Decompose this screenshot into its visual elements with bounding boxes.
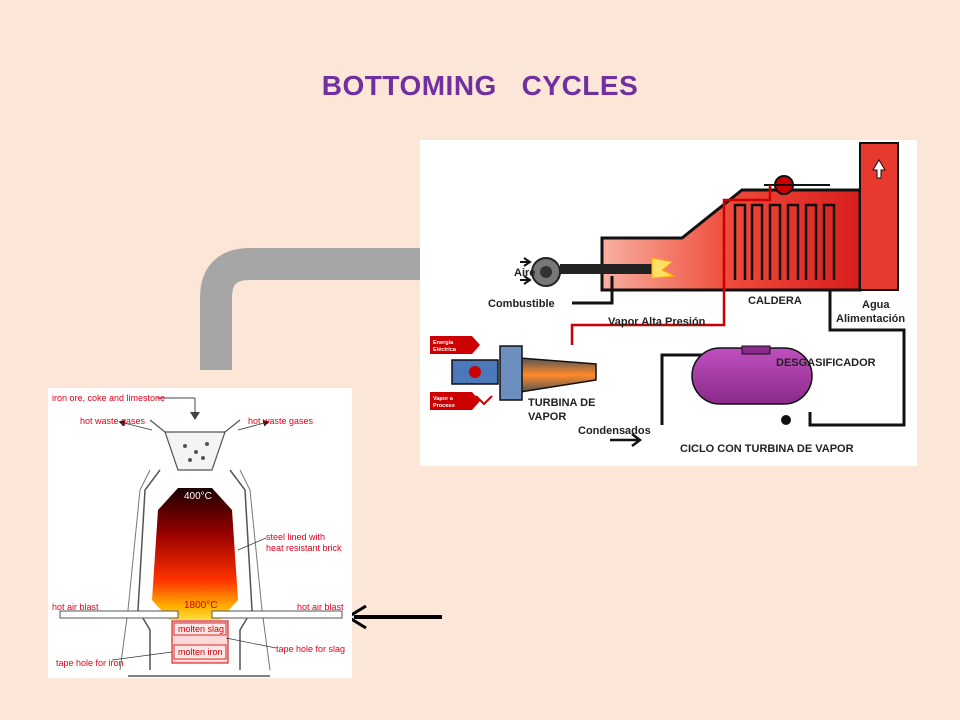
lining-label-line2: heat resistant brick bbox=[266, 543, 342, 553]
hot-air-left-label: hot air blast bbox=[52, 602, 99, 612]
tap-slag-label: tape hole for slag bbox=[276, 644, 345, 654]
hot-air-right-label: hot air blast bbox=[297, 602, 344, 612]
molten-iron-label: molten iron bbox=[178, 647, 223, 657]
temp-top-label: 400°C bbox=[184, 491, 212, 502]
waste-gas-left-label: hot waste gases bbox=[80, 416, 146, 426]
pointer-arrow-hot-air bbox=[345, 604, 442, 630]
agua-label-line1: Agua bbox=[862, 299, 890, 311]
page-title: BOTTOMING CYCLES bbox=[321, 70, 639, 101]
temp-bottom-label: 1800°C bbox=[184, 600, 217, 611]
turbina-label-line1: TURBINA DE bbox=[528, 397, 595, 409]
ciclo-label: CICLO CON TURBINA DE VAPOR bbox=[680, 443, 854, 455]
aire-label: Aire bbox=[514, 267, 535, 279]
proceso-label-line2: Proceso bbox=[433, 403, 455, 409]
waste-gas-right-label: hot waste gases bbox=[248, 416, 314, 426]
caldera-label: CALDERA bbox=[748, 295, 802, 307]
energia-label-line1: Energía bbox=[433, 340, 454, 346]
proceso-label-line1: Vapor a bbox=[433, 396, 454, 402]
turbina-label-line2: VAPOR bbox=[528, 411, 566, 423]
desgasificador-label: DESGASIFICADOR bbox=[776, 357, 876, 369]
vapor-alta-label: Vapor Alta Presión bbox=[608, 316, 706, 328]
agua-label-line2: Alimentación bbox=[836, 313, 905, 325]
condensados-label: Condensados bbox=[578, 425, 651, 437]
energia-label-line2: Eléctrica bbox=[433, 347, 457, 353]
lining-label-line1: steel lined with bbox=[266, 532, 325, 542]
blast-furnace-diagram: iron ore, coke and limestone hot waste g… bbox=[48, 388, 352, 678]
feed-label: iron ore, coke and limestone bbox=[52, 393, 165, 403]
combustible-label: Combustible bbox=[488, 298, 555, 310]
molten-slag-label: molten slag bbox=[178, 624, 224, 634]
tap-iron-label: tape hole for iron bbox=[56, 658, 124, 668]
steam-turbine-cycle-diagram: Aire Combustible Vapor Alta Presión CALD… bbox=[420, 140, 917, 466]
